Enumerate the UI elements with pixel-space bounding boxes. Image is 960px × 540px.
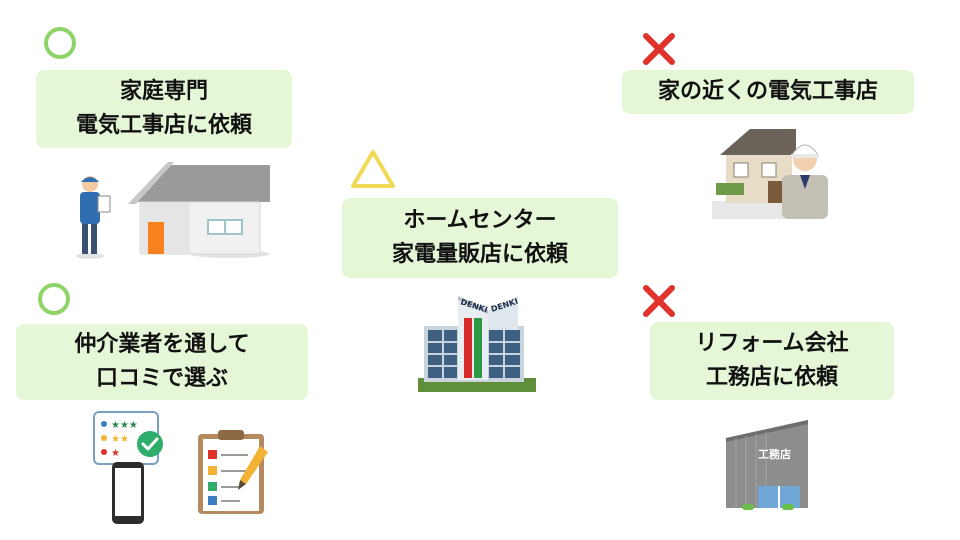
review-phone-illustration: ★★★ ★★ ★ [93, 411, 268, 524]
construction-company-illustration: 工務店 [726, 420, 808, 510]
cross-mark-icon [643, 285, 675, 317]
label-reform-line1: リフォーム会社 [695, 331, 849, 356]
label-referral-line1: 仲介業者を通して [74, 332, 250, 357]
electronics-store-illustration: DENKI DENKI [418, 296, 536, 392]
label-specialist-line2: 電気工事店に依頼 [75, 113, 252, 138]
label-home-center-line2: 家電量販店に依頼 [391, 242, 568, 267]
rating-stars-2: ★★ [111, 434, 129, 445]
label-specialist: 家庭専門 電気工事店に依頼 [36, 70, 292, 148]
label-specialist-line1: 家庭専門 [119, 79, 208, 104]
rating-stars-3: ★ [111, 448, 120, 459]
circle-mark-icon [38, 283, 70, 315]
label-referral: 仲介業者を通して 口コミで選ぶ [16, 324, 308, 400]
rating-stars-1: ★★★ [111, 420, 138, 431]
construction-sign: 工務店 [758, 447, 791, 461]
label-reform-line2: 工務店に依頼 [705, 365, 838, 390]
electrician-house-illustration [76, 162, 270, 259]
local-electrician-illustration [712, 129, 828, 219]
label-home-center-line1: ホームセンター [403, 208, 557, 233]
label-reform: リフォーム会社 工務店に依頼 [650, 322, 894, 400]
cross-mark-icon [643, 33, 675, 65]
label-home-center: ホームセンター 家電量販店に依頼 [342, 198, 618, 278]
label-nearby-line1: 家の近くの電気工事店 [657, 79, 878, 104]
label-referral-line2: 口コミで選ぶ [95, 366, 228, 391]
circle-mark-icon [44, 27, 76, 59]
triangle-mark-icon [351, 150, 395, 188]
label-nearby: 家の近くの電気工事店 [622, 70, 914, 114]
